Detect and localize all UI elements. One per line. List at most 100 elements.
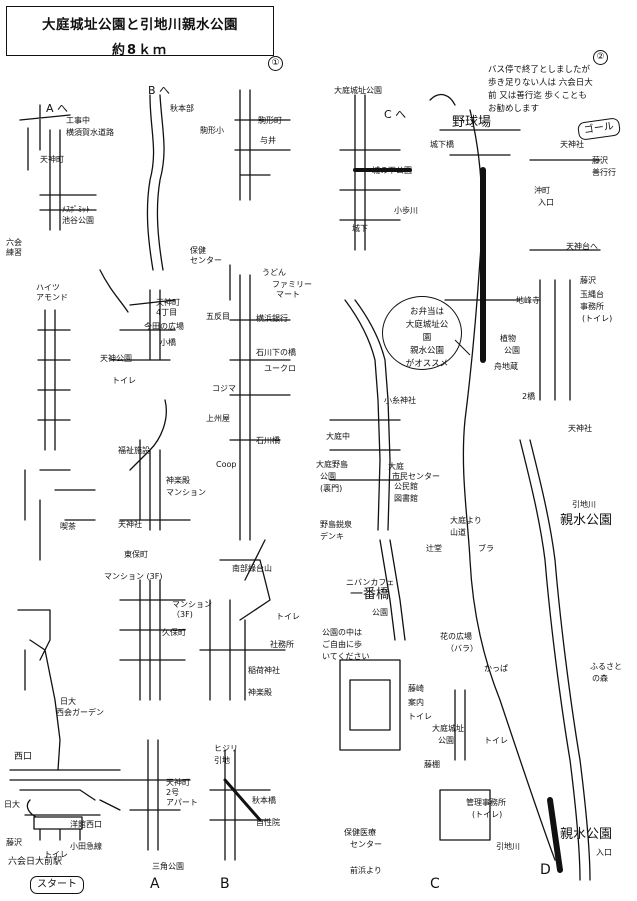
- colC-park: 公園: [320, 472, 336, 481]
- col1-construction: 工事中: [66, 116, 90, 125]
- colC-toiletc: 藤棚: [424, 760, 440, 769]
- colC-oba-castle: 大庭城址: [432, 724, 464, 733]
- colD-shokubutsu: 植物: [500, 334, 516, 343]
- colC-shiminc: 市民センター: [392, 472, 440, 481]
- colC-maehama: 前浜より: [350, 866, 382, 875]
- station-name: 六会日大前駅: [8, 857, 63, 867]
- col1-road2: [24, 469, 96, 561]
- colC-kojo: 小歩川: [394, 206, 418, 215]
- colC-johoku-shita: 城の下公園: [372, 166, 412, 175]
- section-C-label: C: [430, 876, 440, 892]
- colB-center: センター: [190, 256, 222, 265]
- col1-nihon: 日大: [60, 697, 76, 706]
- colD-nojo: 野球場: [452, 115, 492, 130]
- colD-fujiba: 藤沢: [580, 276, 596, 285]
- colB-ishikawa: 石川下の橋: [256, 348, 296, 357]
- colC-kanri2: (トイレ): [472, 810, 503, 819]
- bus-note-line: 歩き足りない人は 六会日大: [488, 78, 593, 88]
- colA-tenjincho: 天神町: [156, 298, 180, 307]
- recommend-note: お弁当は 大庭城址公園 親水公園 がオススメ: [402, 306, 452, 371]
- colC-hana: 花の広場: [440, 632, 472, 641]
- colC-road: [339, 94, 401, 251]
- page-number-2: ②: [593, 50, 608, 65]
- colC-road4: [379, 539, 406, 641]
- colB-jinja: 稲荷神社: [248, 666, 280, 675]
- colB-kamijo: 上州屋: [206, 414, 230, 423]
- colC-kugi: (裏門): [320, 484, 343, 493]
- colC-gojiyu: ご自由に歩: [322, 640, 362, 649]
- section-A-label: A: [150, 876, 160, 892]
- col1-heights: ハイツ: [36, 283, 60, 292]
- colA-higashi-b: 東保町: [124, 550, 148, 559]
- colB-road4: [209, 749, 271, 861]
- recommend-bubble: [382, 296, 462, 370]
- arrow-B-to-C: [244, 539, 266, 581]
- map-title: 大庭城址公園と引地川親水公園: [42, 17, 238, 33]
- colD-tenjinsha: 天神社: [568, 424, 592, 433]
- col1-tenjincho: 天神町: [40, 155, 64, 164]
- colC-park: [339, 659, 401, 751]
- colA-road: [146, 94, 165, 271]
- colD-road4: [529, 439, 591, 881]
- colC-top-park: 大庭城址公園: [334, 86, 382, 95]
- colB-ishikawa2: 石川橋: [256, 436, 280, 445]
- colD-bar: [547, 797, 563, 873]
- colC-hoken: 保健医療: [344, 828, 376, 837]
- arrow-A-to-B: [99, 269, 129, 313]
- colA-tenjincho3b: 2号: [166, 788, 180, 797]
- colA-shinkai: 神楽殿: [166, 476, 190, 485]
- colD-fujisawa: 藤沢: [592, 156, 608, 165]
- colD-road2: [439, 129, 601, 401]
- start-label: スタート: [30, 876, 84, 894]
- colD-oba-yo: 大庭より: [450, 516, 482, 525]
- colC-kaibutsu: かっぱ: [484, 664, 508, 673]
- colB-road3: [199, 559, 286, 701]
- col1-housing: 練習: [6, 248, 22, 257]
- col1-fujisawa: 藤沢: [6, 838, 22, 847]
- colD-okitoshi: 沖町: [534, 186, 550, 195]
- colC-bara: （バラ）: [446, 644, 478, 653]
- colD-toilet: (トイレ): [582, 314, 613, 323]
- colC-road3: [329, 419, 401, 481]
- colB-mart: マート: [276, 290, 300, 299]
- colB-road: [234, 89, 291, 201]
- section-B-label: B: [220, 876, 230, 892]
- col1-west-gate: 西口: [14, 752, 33, 762]
- colB-yokohama: 横浜銀行: [256, 314, 288, 323]
- colB-road2: [229, 264, 291, 541]
- col1-yohan: 洋館西口: [70, 820, 102, 829]
- colD-jimusho: 事務所: [580, 302, 604, 311]
- colA-4chome: 4丁目: [156, 308, 178, 317]
- colB-kagura: 神楽殿: [248, 688, 272, 697]
- colC-oba-no: 大庭野島: [316, 460, 348, 469]
- colC-nojima: 野島鋭泉: [320, 520, 352, 529]
- col1-garden: 西会ガーデン: [56, 708, 104, 717]
- colC-tsuji: 辻堂: [426, 544, 442, 553]
- colA-mansion3f: マンション (3F): [104, 572, 163, 581]
- colD-tamanawa: 玉縄台: [580, 290, 604, 299]
- colC-park2: 公園: [372, 608, 388, 617]
- colA-road3: [119, 399, 191, 531]
- colA-river: 今田の広場: [144, 322, 184, 331]
- colD-bashi2: ブラ: [478, 544, 494, 553]
- colC-road5: [439, 689, 491, 841]
- colC-library: 図書館: [394, 494, 418, 503]
- bus-note: バス停で終了としましたが 歩き足りない人は 六会日大 前 又は善行迄 歩くことも…: [488, 64, 593, 116]
- colC-kanri: 管理事務所: [466, 798, 506, 807]
- colB-shamusho: 社務所: [270, 640, 294, 649]
- colC-shiro: 城下: [352, 224, 368, 233]
- page-number-1: ①: [268, 56, 283, 71]
- colA-fukushi: 福祉施設: [118, 446, 150, 455]
- colD-iriguchi: 入口: [538, 198, 554, 207]
- col1-road3: [17, 609, 61, 771]
- colD-bashi: 2橋: [522, 392, 536, 401]
- colA-mansion3: マンション: [172, 600, 212, 609]
- col1-road: [19, 104, 97, 451]
- colA-road4: [119, 579, 186, 701]
- colC-toilet2: トイレ: [484, 736, 508, 745]
- colB-rail: [223, 778, 262, 822]
- col1-park-pond: ﾒｽﾎﾟﾐｯﾄ: [62, 205, 90, 214]
- arrow-C-to-D: [429, 93, 456, 106]
- colB-udon: うどん: [262, 268, 286, 277]
